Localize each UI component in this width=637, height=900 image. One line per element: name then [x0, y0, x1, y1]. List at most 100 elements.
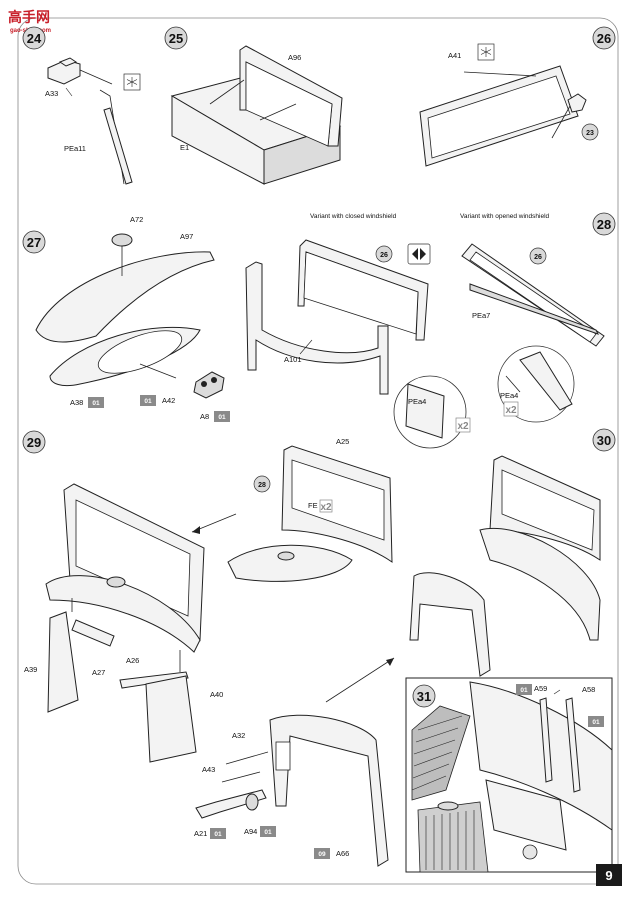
- direction-arrow: [325, 657, 395, 703]
- radiator-grille: [417, 801, 489, 873]
- windshield-glass: [303, 251, 419, 335]
- label-pea7: PEa7: [472, 311, 490, 320]
- paint-code: 01: [214, 831, 222, 838]
- label-a97: A97: [180, 232, 193, 241]
- step-number: 24: [27, 31, 42, 46]
- windshield-glass: [245, 61, 333, 147]
- lever-a59: [539, 697, 553, 783]
- ref-number: 26: [380, 252, 388, 259]
- windshield-glass: [75, 499, 191, 617]
- label-a72: A72: [130, 215, 143, 224]
- step-badge: [164, 26, 188, 50]
- wiper-blade: [103, 107, 133, 185]
- paint-badge: [140, 395, 156, 406]
- leader-line: [553, 689, 561, 695]
- assembly-arrow: [139, 363, 177, 379]
- label-a58: A58: [582, 685, 595, 694]
- radiator-shell: [409, 572, 491, 677]
- detail-frame: [405, 383, 445, 439]
- arrow-head: [192, 526, 200, 534]
- bracket-a26: [119, 671, 189, 689]
- step-badge: [412, 684, 436, 708]
- step-number: 31: [417, 689, 431, 704]
- label-a101: A101: [284, 355, 302, 364]
- hood-assembly: [45, 575, 201, 653]
- label-a33: A33: [45, 89, 58, 98]
- step-number: 26: [597, 31, 611, 46]
- paint-badge: [588, 716, 604, 727]
- label-a38: A38: [70, 398, 83, 407]
- ref-badge-26: [375, 245, 393, 263]
- step-24: 24 A33 PEa11: [22, 26, 141, 185]
- paint-code: 01: [520, 687, 528, 694]
- detail-frame: [519, 351, 573, 411]
- ref-number: 28: [258, 482, 266, 489]
- step-badge: [22, 26, 46, 50]
- label-fe: FE: [308, 501, 318, 510]
- step-badge: [592, 212, 616, 236]
- radiator-shell-a66: [269, 714, 389, 867]
- cowl-panel-a101: [245, 261, 389, 395]
- label-a39: A39: [24, 665, 37, 674]
- paint-code: 01: [144, 398, 152, 405]
- variant-closed: Variant with closed windshield 26 A101 P…: [245, 213, 471, 449]
- gauge-cluster-a8: [193, 371, 225, 399]
- step-30: 30: [325, 428, 616, 703]
- assembly-arrow: [259, 103, 297, 121]
- ref-badge-26: [529, 247, 547, 265]
- side-panel-a40: [145, 675, 197, 763]
- wiper-bracket: [58, 57, 78, 67]
- lever-a58: [565, 697, 581, 793]
- instrument-panel: [97, 330, 183, 374]
- label-a25: A25: [336, 437, 349, 446]
- label-a32: A32: [232, 731, 245, 740]
- engine-component: [522, 844, 538, 860]
- fuel-cap-a72: [111, 233, 133, 247]
- step-number: 25: [169, 31, 183, 46]
- wiper-arm: [551, 105, 571, 139]
- assembly-arrow: [225, 751, 269, 765]
- panel-a27: [71, 619, 115, 647]
- hub-a94: [245, 793, 259, 811]
- hinge-line: [463, 71, 537, 77]
- step-badge: [22, 430, 46, 454]
- page-frame: [17, 17, 619, 885]
- hood-panel-a97: [35, 251, 215, 343]
- paint-badge: [88, 397, 104, 408]
- page-number-box: [596, 864, 622, 886]
- side-panel-a39: [47, 611, 79, 713]
- multiplier: x2: [457, 421, 469, 432]
- multiplier: x2: [505, 405, 517, 416]
- paint-code: 01: [92, 400, 100, 407]
- paint-badge: [210, 828, 226, 839]
- page-number-badge: 9: [596, 864, 622, 886]
- fuel-cap: [106, 576, 126, 588]
- gauge: [211, 377, 217, 383]
- windshield-glass: [427, 75, 571, 159]
- label-a27: A27: [92, 668, 105, 677]
- label-a59: A59: [534, 684, 547, 693]
- paint-badge: [516, 684, 532, 695]
- strut-pea7: [469, 283, 599, 335]
- engine-block: [485, 779, 567, 851]
- multiplier-box: [319, 499, 333, 513]
- label-pea11: PEa11: [64, 144, 86, 153]
- caption-closed-windshield: Variant with closed windshield: [310, 213, 397, 220]
- label-a26: A26: [126, 656, 139, 665]
- label-a96: A96: [288, 53, 301, 62]
- windshield-glass: [291, 459, 385, 541]
- step-number: 30: [597, 433, 611, 448]
- step-25: 25 A96 E1: [164, 26, 343, 185]
- label-pea4: PEa4: [500, 391, 518, 400]
- mount-plate: [275, 741, 291, 771]
- ref-number: 23: [586, 130, 594, 137]
- radiator-assembly: A32 A43 A21 01 A94 01 09 A66: [194, 714, 389, 867]
- paint-code: 09: [318, 851, 326, 858]
- multiplier-box: [503, 401, 519, 417]
- assembly-arrow: [209, 79, 245, 105]
- label-e1: E1: [180, 143, 189, 152]
- label-a43: A43: [202, 765, 215, 774]
- gauge: [201, 381, 207, 387]
- arrow-head: [386, 658, 394, 666]
- step-26: 26 A41 23: [419, 26, 616, 167]
